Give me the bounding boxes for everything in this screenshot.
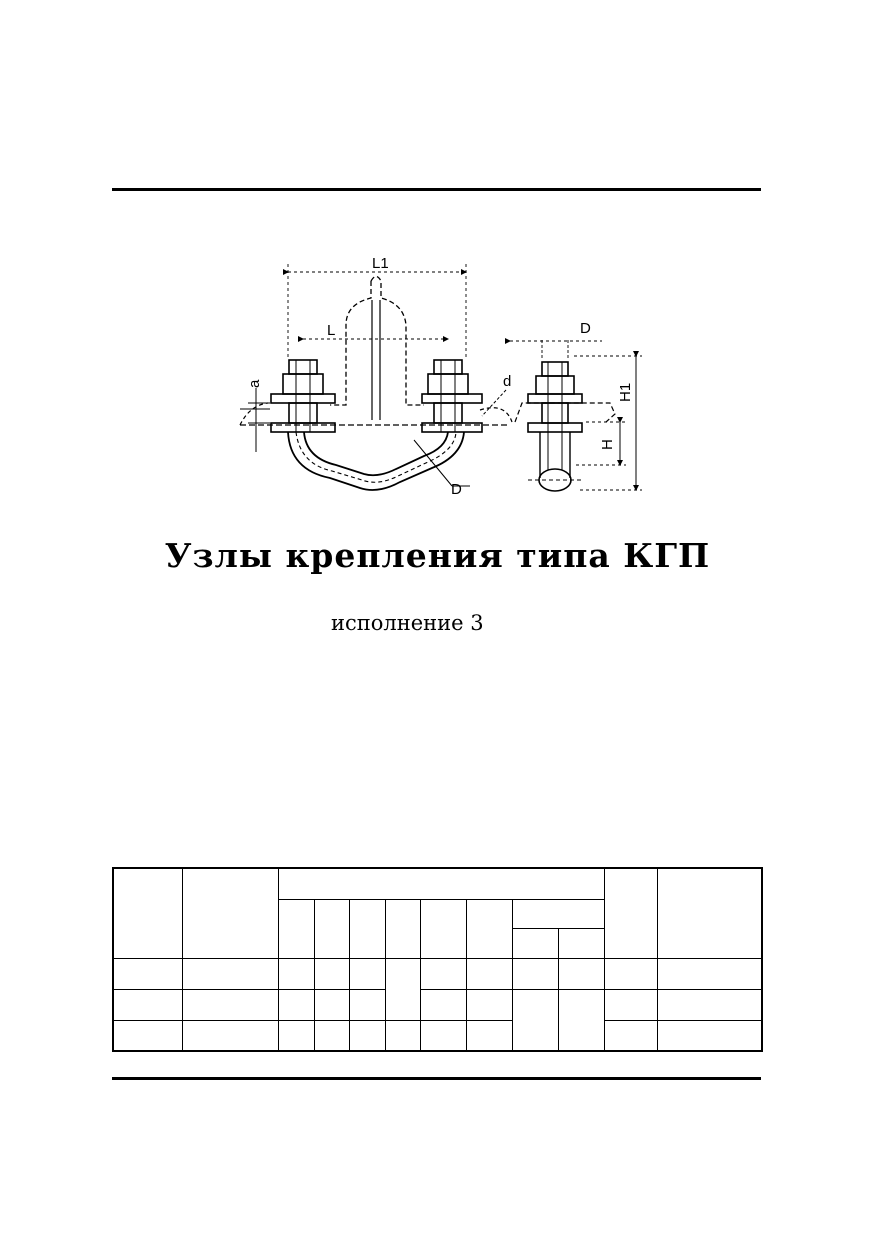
label-H1: H1 [617, 383, 634, 402]
bottom-rule [112, 1077, 761, 1080]
table-header-cell [112, 867, 183, 959]
table-header-cell [511, 927, 559, 959]
table-header-group [277, 867, 605, 900]
table-header-cell [419, 898, 467, 959]
page-subtitle: исполнение 3 [331, 611, 484, 635]
table-header-cell [313, 898, 350, 959]
label-a: a [246, 379, 263, 388]
table-header-cell [656, 867, 763, 959]
label-d: d [503, 373, 511, 390]
label-H: H [599, 439, 616, 450]
label-L: L [327, 322, 335, 339]
table-row [112, 988, 763, 1052]
table-row [112, 957, 763, 1021]
label-D-side: D [580, 320, 591, 337]
table-header-cell [384, 898, 421, 959]
table-header-subgroup [511, 898, 605, 929]
page-title: Узлы крепления типа КГП [164, 536, 711, 575]
table-header-cell [465, 898, 513, 959]
table-row [112, 1019, 763, 1052]
table-header-cell [277, 898, 315, 959]
label-L1: L1 [372, 255, 389, 272]
table-header-cell [557, 927, 605, 959]
side-view-labels: D H1 H [580, 320, 634, 450]
table-header-cell [181, 867, 279, 959]
label-D-front: D [451, 481, 462, 498]
front-view [239, 264, 513, 491]
side-view [505, 338, 642, 492]
specification-table [112, 867, 763, 1052]
front-view-labels: L1 L a d D [246, 255, 511, 498]
table-header-cell [603, 867, 658, 959]
top-rule [112, 188, 761, 191]
table-header-cell [348, 898, 386, 959]
